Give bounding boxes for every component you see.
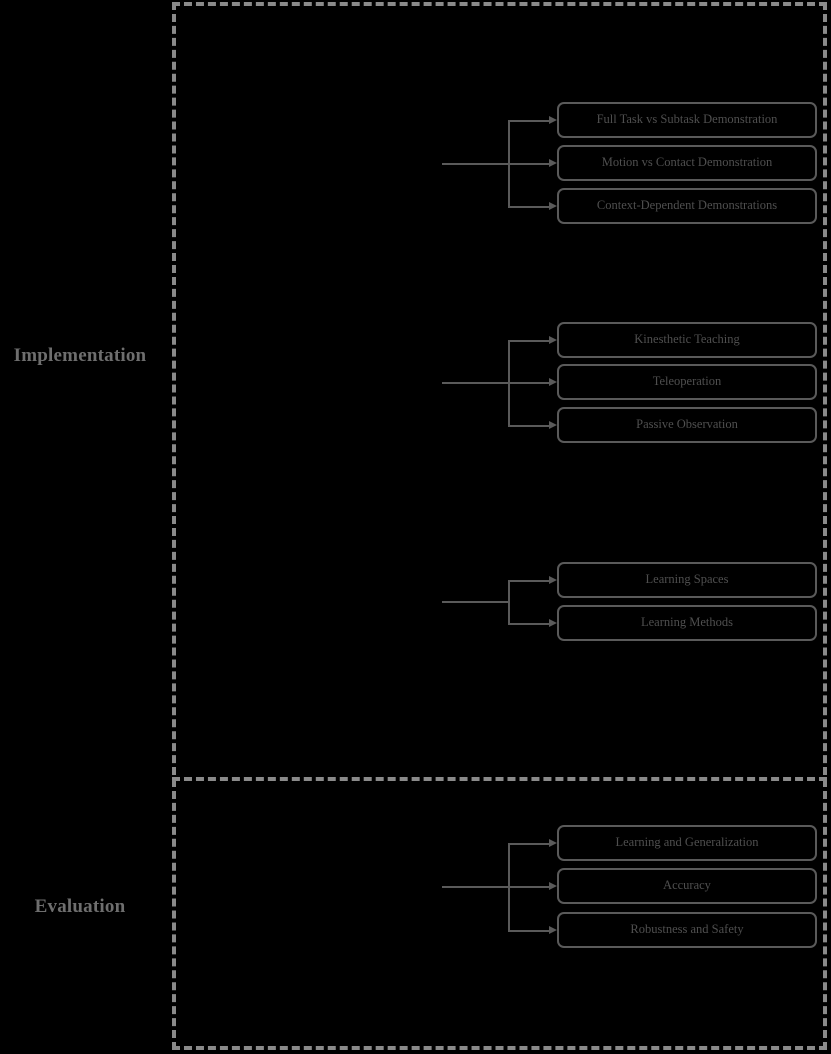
- arrow-head-n5: [549, 421, 557, 429]
- connector-branch-n6: [508, 580, 549, 582]
- arrow-head-n4: [549, 378, 557, 386]
- connector-stem-group4: [442, 886, 510, 888]
- arrow-head-n8: [549, 839, 557, 847]
- node-box[interactable]: Passive Observation: [557, 407, 817, 443]
- arrow-head-n3: [549, 336, 557, 344]
- connector-branch-n2: [508, 206, 549, 208]
- connector-branch-n9: [508, 886, 549, 888]
- connector-branch-n8: [508, 843, 549, 845]
- node-box[interactable]: Motion vs Contact Demonstration: [557, 145, 817, 181]
- arrow-head-n10: [549, 926, 557, 934]
- connector-branch-n7: [508, 623, 549, 625]
- arrow-head-n2: [549, 202, 557, 210]
- section-label-evaluation: Evaluation: [34, 896, 126, 917]
- node-box[interactable]: Learning and Generalization: [557, 825, 817, 861]
- node-box[interactable]: Context-Dependent Demonstrations: [557, 188, 817, 224]
- node-box[interactable]: Learning Methods: [557, 605, 817, 641]
- connector-branch-n5: [508, 425, 549, 427]
- connector-spine-group3: [508, 580, 510, 623]
- section-label-implementation: Implementation: [13, 345, 147, 366]
- arrow-head-n9: [549, 882, 557, 890]
- connector-branch-n0: [508, 120, 549, 122]
- node-box[interactable]: Full Task vs Subtask Demonstration: [557, 102, 817, 138]
- connector-branch-n3: [508, 340, 549, 342]
- connector-branch-n10: [508, 930, 549, 932]
- arrow-head-n0: [549, 116, 557, 124]
- arrow-head-n6: [549, 576, 557, 584]
- connector-stem-group1: [442, 163, 510, 165]
- connector-stem-group2: [442, 382, 510, 384]
- arrow-head-n7: [549, 619, 557, 627]
- node-box[interactable]: Robustness and Safety: [557, 912, 817, 948]
- node-box[interactable]: Learning Spaces: [557, 562, 817, 598]
- connector-stem-group3: [442, 601, 510, 603]
- arrow-head-n1: [549, 159, 557, 167]
- connector-branch-n4: [508, 382, 549, 384]
- node-box[interactable]: Teleoperation: [557, 364, 817, 400]
- connector-branch-n1: [508, 163, 549, 165]
- node-box[interactable]: Kinesthetic Teaching: [557, 322, 817, 358]
- dashed-section-divider: [172, 777, 827, 781]
- node-box[interactable]: Accuracy: [557, 868, 817, 904]
